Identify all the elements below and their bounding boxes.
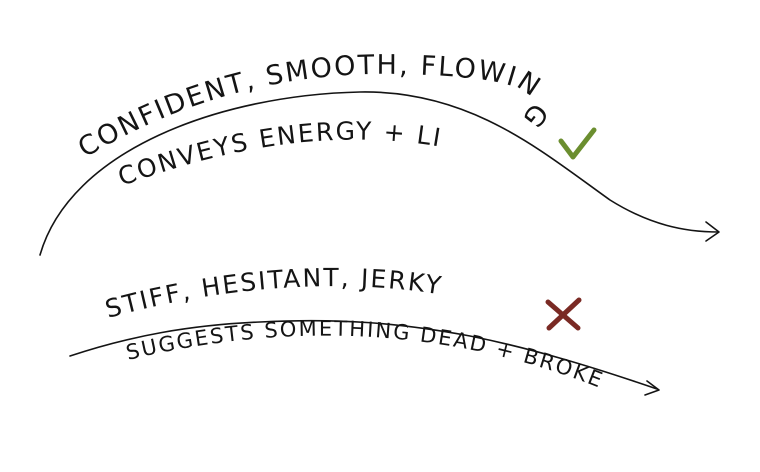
smooth-curve-arrowhead-icon: [705, 221, 720, 242]
jerky-label-line1: STIFF, HESITANT, JERKY: [102, 263, 445, 324]
smooth-curve-group: [39, 91, 720, 256]
cross-icon: [545, 297, 582, 331]
jerky-curve-group: [69, 319, 660, 396]
jerky-curve-line: [69, 319, 658, 390]
smooth-curve-line: [39, 91, 719, 256]
jerky-curve-arrowhead-icon: [644, 380, 660, 396]
checkmark-icon: [558, 127, 597, 160]
